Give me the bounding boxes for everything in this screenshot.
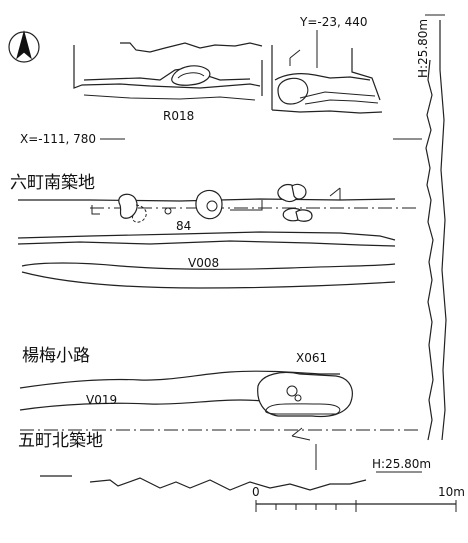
- tsuiji-area-lower: [40, 444, 422, 491]
- label-y-coordinate: Y=-23, 440: [299, 15, 368, 29]
- tsuiji-area-upper: [17, 183, 420, 247]
- scale-bar: [255, 500, 457, 512]
- label-pit-84: 84: [176, 219, 191, 233]
- scale-label-start: 0: [252, 485, 260, 499]
- trench-r018: [73, 42, 263, 101]
- label-x061: X061: [296, 351, 327, 365]
- section-marker-top: [289, 49, 301, 66]
- label-x-coordinate: X=-111, 780: [20, 132, 96, 146]
- height-label-top: H:25.80m: [416, 19, 430, 78]
- height-label-bottom: H:25.80m: [372, 457, 431, 471]
- label-rokucho-minami-tsuiji: 六町南築地: [10, 173, 95, 193]
- section-marker-bottom: [291, 427, 311, 441]
- north-arrow-icon: [8, 30, 40, 63]
- trench-section-right: [271, 45, 383, 114]
- label-gocho-kita-tsuiji: 五町北築地: [18, 431, 103, 451]
- scale-label-end: 10m: [438, 485, 465, 499]
- ditch-v008: [21, 262, 396, 289]
- label-v008: V008: [188, 256, 219, 270]
- ditch-v019-and-x061: [19, 370, 353, 418]
- wall-section-profile: [425, 14, 447, 441]
- label-r018: R018: [163, 109, 194, 123]
- label-v019: V019: [86, 393, 117, 407]
- label-yobai-koji: 楊梅小路: [22, 346, 90, 366]
